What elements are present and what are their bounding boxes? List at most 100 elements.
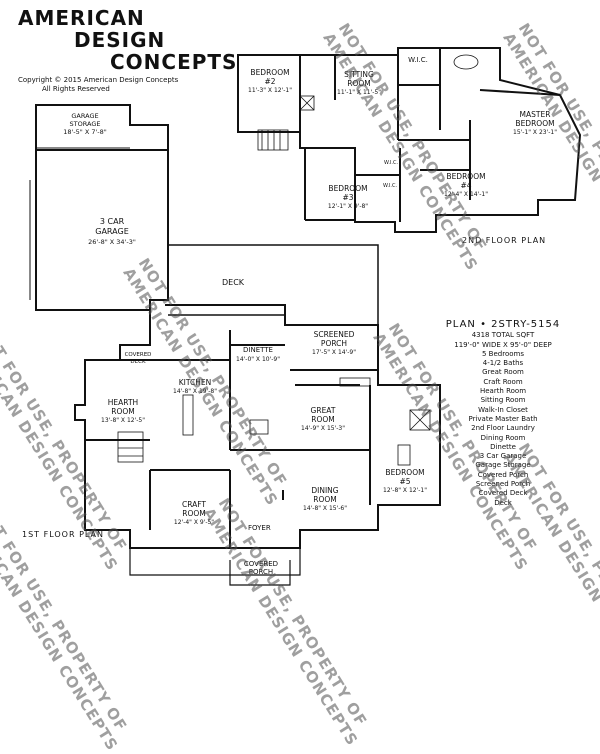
room-sub: STORAGE: [69, 120, 101, 128]
plan-feature-item: Covered Porch: [477, 470, 529, 479]
room-size: 12'-1" X 9'-8": [327, 203, 369, 210]
room-size: 11'-1" X 11'-5": [337, 89, 381, 96]
plan-feature-item: Covered Deck: [478, 489, 528, 498]
room-covered-deck: COVERED DECK: [118, 352, 158, 366]
room-name: 3 CAR: [99, 217, 125, 226]
room-size: 18'-5" X 7'-8": [63, 128, 107, 136]
room-foyer: FOYER: [248, 524, 271, 532]
plan-dimensions: 119'-0" WIDE X 95'-0" DEEP: [454, 340, 552, 349]
floor-plan-sheet: AMERICAN DESIGN CONCEPTS Copyright © 201…: [0, 6, 600, 754]
second-floor-label: 2ND FLOOR PLAN: [462, 236, 547, 245]
plan-total-sqft: 4318 TOTAL SQFT: [471, 331, 535, 340]
room-sub: PORCH: [320, 339, 348, 348]
plan-feature-item: 5 Bedrooms: [482, 349, 524, 358]
room-master-bedroom: MASTER BEDROOM 15'-1" X 23'-1": [495, 110, 575, 137]
room-size: 14'-8" X 15'-6": [303, 505, 347, 512]
plan-feature-item: 4-1/2 Baths: [482, 359, 524, 368]
room-name: BEDROOM: [385, 468, 425, 477]
room-number: #2: [264, 77, 276, 86]
brand-line-3: CONCEPTS: [110, 50, 238, 74]
room-size: 12'-8" X 12'-1": [383, 487, 427, 494]
garage-walls: [29, 104, 169, 311]
room-size: 14'-9" X 15'-3": [301, 425, 345, 432]
room-name: MASTER: [519, 110, 551, 119]
room-sub: ROOM: [111, 407, 135, 416]
room-name: GREAT: [310, 406, 336, 415]
room-hearth: HEARTH ROOM 13'-8" X 12'-5": [92, 398, 154, 425]
brand-line-1: AMERICAN: [18, 6, 145, 30]
room-sitting: SITTING ROOM 11'-1" X 11'-5": [335, 70, 383, 97]
plan-feature-item: Dining Room: [480, 433, 526, 442]
room-sub: ROOM: [347, 79, 371, 88]
room-name: BEDROOM: [328, 184, 368, 193]
room-name: GARAGE: [71, 112, 99, 120]
room-name: COVERED: [243, 560, 279, 568]
brand-logo: AMERICAN DESIGN CONCEPTS: [18, 6, 238, 74]
room-wic-top: W.I.C.: [408, 56, 428, 64]
room-size: 11'-3" X 12'-1": [248, 87, 292, 94]
room-sub: PORCH: [248, 568, 274, 576]
room-name: DINETTE: [243, 346, 273, 354]
copyright-line-1: Copyright © 2015 American Design Concept…: [18, 76, 179, 84]
first-floor-label: 1ST FLOOR PLAN: [22, 530, 104, 539]
room-great: GREAT ROOM 14'-9" X 15'-3": [292, 406, 354, 433]
plan-title: PLAN • 2STRY-5154: [445, 319, 561, 330]
room-size: 12'-4" X 9'-5": [173, 519, 215, 526]
plan-feature-item: Hearth Room: [479, 387, 527, 396]
plan-feature-item: Craft Room: [483, 377, 523, 386]
plan-drawing: [29, 47, 582, 586]
room-bedroom-5: BEDROOM #5 12'-8" X 12'-1": [372, 468, 438, 495]
plan-info-block: PLAN • 2STRY-5154 4318 TOTAL SQFT 119'-0…: [418, 319, 588, 508]
room-size: 12'-4" X 14'-1": [444, 191, 488, 198]
room-deck: DECK: [222, 278, 245, 287]
room-number: #3: [342, 193, 354, 202]
room-size: 17'-5" X 14'-9": [312, 349, 356, 356]
room-kitchen: KITCHEN 14'-8" X 19'-8": [165, 378, 225, 396]
room-size: 26'-8" X 34'-3": [88, 238, 136, 246]
room-covered-porch: COVERED PORCH: [236, 560, 286, 576]
room-dinette: DINETTE 14'-0" X 10'-9": [232, 346, 284, 364]
room-bedroom-2: BEDROOM #2 11'-3" X 12'-1": [244, 68, 296, 95]
room-bedroom-3: BEDROOM #3 12'-1" X 9'-8": [320, 184, 376, 211]
plan-feature-item: Garage Storage: [475, 461, 531, 470]
room-number: #4: [460, 181, 472, 190]
room-wic-small: W.I.C.: [383, 183, 398, 189]
room-craft: CRAFT ROOM 12'-4" X 9'-5": [166, 500, 222, 527]
room-name: HEARTH: [107, 398, 139, 407]
room-size: 14'-8" X 19'-8": [173, 388, 217, 395]
room-name: BEDROOM: [250, 68, 290, 77]
room-name: DINING: [311, 486, 339, 495]
plan-feature-item: Dinette: [490, 442, 516, 451]
plan-feature-item: Private Master Bath: [468, 414, 538, 423]
room-size: 15'-1" X 23'-1": [513, 129, 557, 136]
room-sub: GARAGE: [95, 227, 129, 236]
room-garage-storage: GARAGE STORAGE 18'-5" X 7'-8": [55, 112, 115, 136]
room-sub: ROOM: [313, 495, 337, 504]
room-number: #5: [399, 477, 411, 486]
room-sub: BEDROOM: [515, 119, 555, 128]
room-sub: DECK: [130, 359, 146, 365]
room-name: SCREENED: [313, 330, 355, 339]
plan-feature-item: Great Room: [482, 368, 524, 377]
room-garage: 3 CAR GARAGE 26'-8" X 34'-3": [72, 217, 152, 247]
deck-outline: [168, 244, 379, 326]
plan-feature-item: 3 Car Garage: [479, 452, 527, 461]
room-size: 14'-0" X 10'-9": [236, 356, 280, 363]
plan-feature-item: Deck: [494, 498, 512, 507]
room-dining: DINING ROOM 14'-8" X 15'-6": [295, 486, 355, 513]
copyright-line-2: All Rights Reserved: [42, 85, 110, 93]
room-sub: ROOM: [311, 415, 335, 424]
brand-line-2: DESIGN: [74, 28, 166, 52]
room-size: 13'-8" X 12'-5": [101, 417, 145, 424]
room-name: KITCHEN: [178, 378, 212, 387]
room-bedroom-4: BEDROOM #4 12'-4" X 14'-1": [438, 172, 494, 199]
second-floor-walls: [237, 47, 582, 233]
room-wic-mid: W.I.C.: [384, 160, 399, 166]
room-name: BEDROOM: [446, 172, 486, 181]
room-screened-porch: SCREENED PORCH 17'-5" X 14'-9": [296, 330, 372, 357]
room-name: CRAFT: [181, 500, 207, 509]
room-sub: ROOM: [182, 509, 206, 518]
plan-feature-item: Walk-In Closet: [478, 405, 528, 414]
plan-feature-item: Sitting Room: [480, 396, 526, 405]
